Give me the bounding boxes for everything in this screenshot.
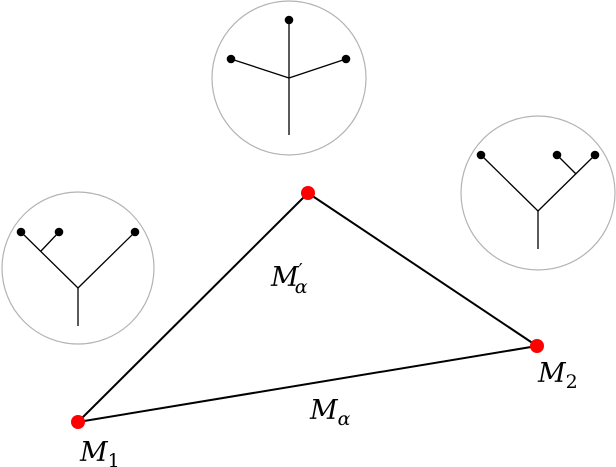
tree-edges-left (20, 231, 136, 326)
vertex-m2 (530, 339, 544, 353)
label-m-alpha-prime: M′α (270, 260, 308, 298)
tree-leaf (590, 150, 600, 160)
tree-leaf (552, 150, 562, 160)
tree-leaf (284, 15, 294, 25)
edge-top-m2 (307, 192, 538, 347)
edge-m1-m2 (77, 345, 538, 423)
edge-m1-top (77, 192, 309, 423)
label-m-alpha: Mα (309, 395, 351, 430)
tree-leaf (226, 54, 236, 64)
vertex-top (301, 186, 315, 200)
tree-leaf (341, 54, 351, 64)
inset-circle-right (460, 115, 616, 271)
triangle-edges (77, 192, 538, 423)
inset-circle-left (1, 191, 155, 345)
tree-inset-left (1, 191, 155, 345)
label-m1: M1 (79, 437, 120, 467)
tree-leaf (16, 227, 26, 237)
label-m2: M2 (537, 358, 578, 393)
tree-inset-right (460, 115, 616, 271)
tree-leaf (476, 150, 486, 160)
inset-circle-top (211, 0, 367, 156)
tree-leaf (54, 227, 64, 237)
vertex-m1 (71, 415, 85, 429)
tree-inset-top (211, 0, 367, 156)
tree-leaf (130, 227, 140, 237)
tree-edges-right (480, 154, 596, 249)
tree-edges-top (230, 20, 347, 135)
